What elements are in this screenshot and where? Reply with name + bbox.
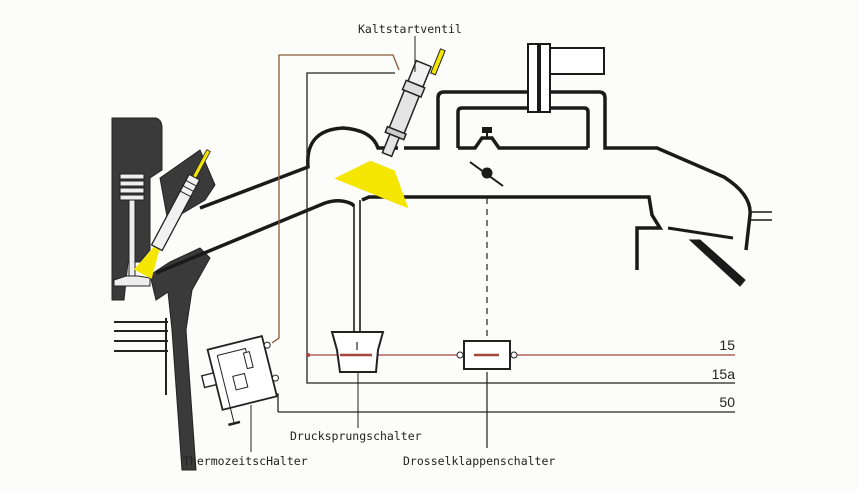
label-cold-start-valve: Kaltstartventil — [358, 22, 462, 36]
label-thermo-time-switch: ThermozeitscHalter — [183, 454, 308, 468]
terminal-50: 50 — [719, 394, 735, 410]
throttle-switch — [456, 340, 518, 370]
air-flow-flap — [667, 211, 772, 287]
junction-dot — [306, 353, 310, 357]
terminal-15a: 15a — [712, 366, 736, 382]
label-pressure-switch: Drucksprungschalter — [290, 429, 422, 443]
label-throttle-switch: Drosselklappenschalter — [403, 454, 555, 468]
pressure-switch — [330, 331, 385, 373]
cooling-fins — [114, 318, 168, 395]
intake-manifold — [155, 90, 752, 275]
fuel-spray-cone — [334, 160, 409, 209]
bypass-pipe — [527, 43, 605, 113]
wire-outer — [271, 54, 400, 344]
injector — [133, 149, 211, 279]
wire-inner — [306, 72, 735, 384]
throttle-valve — [469, 127, 504, 187]
cold-start-valve — [334, 48, 446, 209]
intake-valve — [113, 173, 151, 287]
pressure-line — [353, 200, 361, 332]
terminal-15: 15 — [719, 337, 735, 353]
thermo-time-switch — [200, 335, 279, 427]
